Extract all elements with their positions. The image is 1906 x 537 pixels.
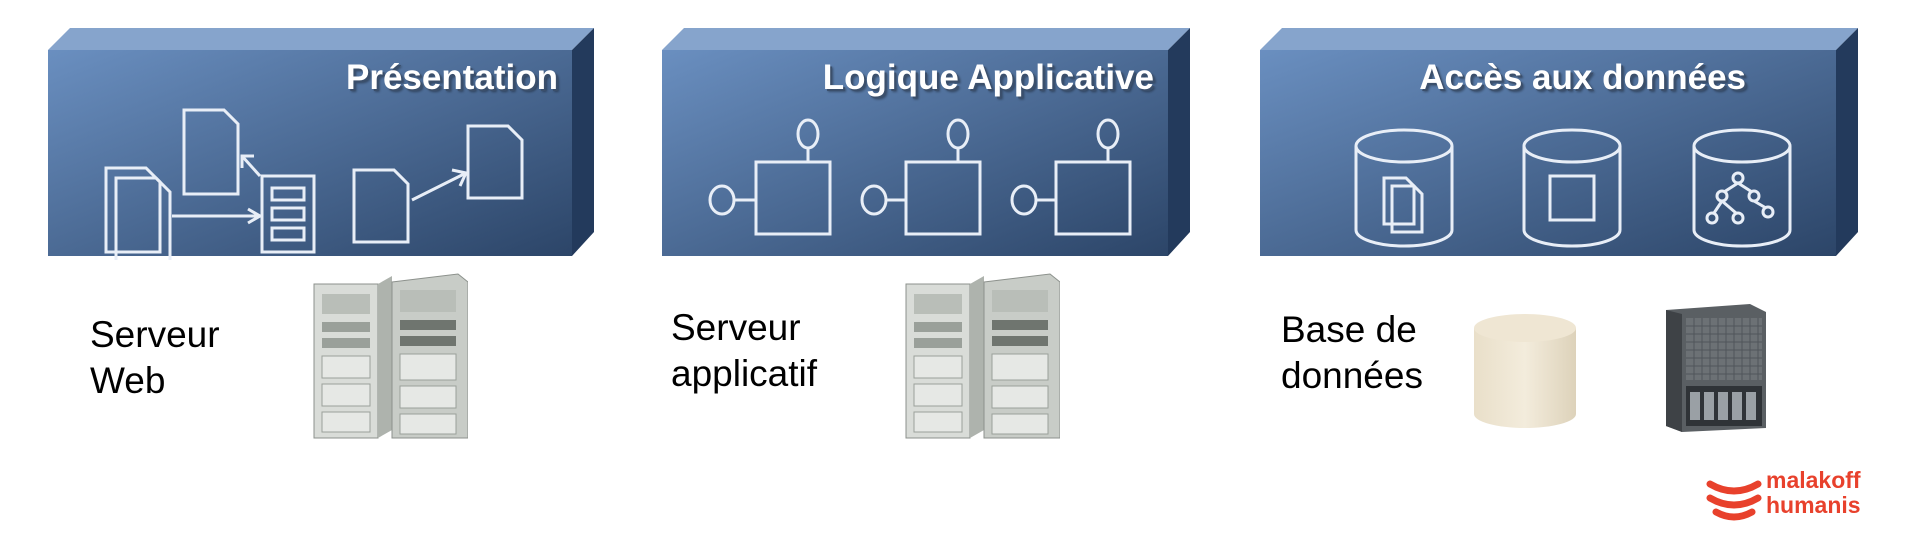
form-icon <box>172 154 316 254</box>
data-box <box>1260 28 1858 256</box>
logic-box <box>662 28 1190 256</box>
logo-line: malakoff <box>1766 467 1861 493</box>
presentation-box <box>48 28 594 260</box>
label-line: Web <box>90 360 166 401</box>
label-line: applicatif <box>671 353 818 394</box>
component-icon <box>860 118 982 236</box>
logo-waves-icon <box>1706 480 1762 521</box>
database-table-icon <box>1522 128 1622 248</box>
brand-logo: malakoff humanis <box>1706 468 1896 528</box>
logo-text: malakoff humanis <box>1766 468 1861 518</box>
server-rack-icon <box>313 273 468 439</box>
document-transfer-icon <box>352 124 524 244</box>
label-app-server: Serveur applicatif <box>671 305 817 397</box>
storage-array-icon <box>1666 304 1766 432</box>
label-database: Base de données <box>1281 307 1423 399</box>
label-line: Serveur <box>671 307 801 348</box>
component-icon <box>1010 118 1132 236</box>
documents-icon <box>104 108 240 260</box>
database-documents-icon <box>1354 128 1454 248</box>
tier-title-logic: Logique Applicative <box>822 58 1154 97</box>
component-icon <box>708 118 832 236</box>
label-line: données <box>1281 355 1423 396</box>
tier-title-data: Accès aux données <box>1419 58 1746 97</box>
label-line: Base de <box>1281 309 1417 350</box>
label-web-server: Serveur Web <box>90 312 220 404</box>
logo-line: humanis <box>1766 492 1861 518</box>
database-cylinder-icon <box>1474 314 1576 428</box>
server-rack-icon <box>905 273 1060 439</box>
tier-title-presentation: Présentation <box>346 58 558 97</box>
database-tree-icon <box>1692 128 1792 248</box>
label-line: Serveur <box>90 314 220 355</box>
